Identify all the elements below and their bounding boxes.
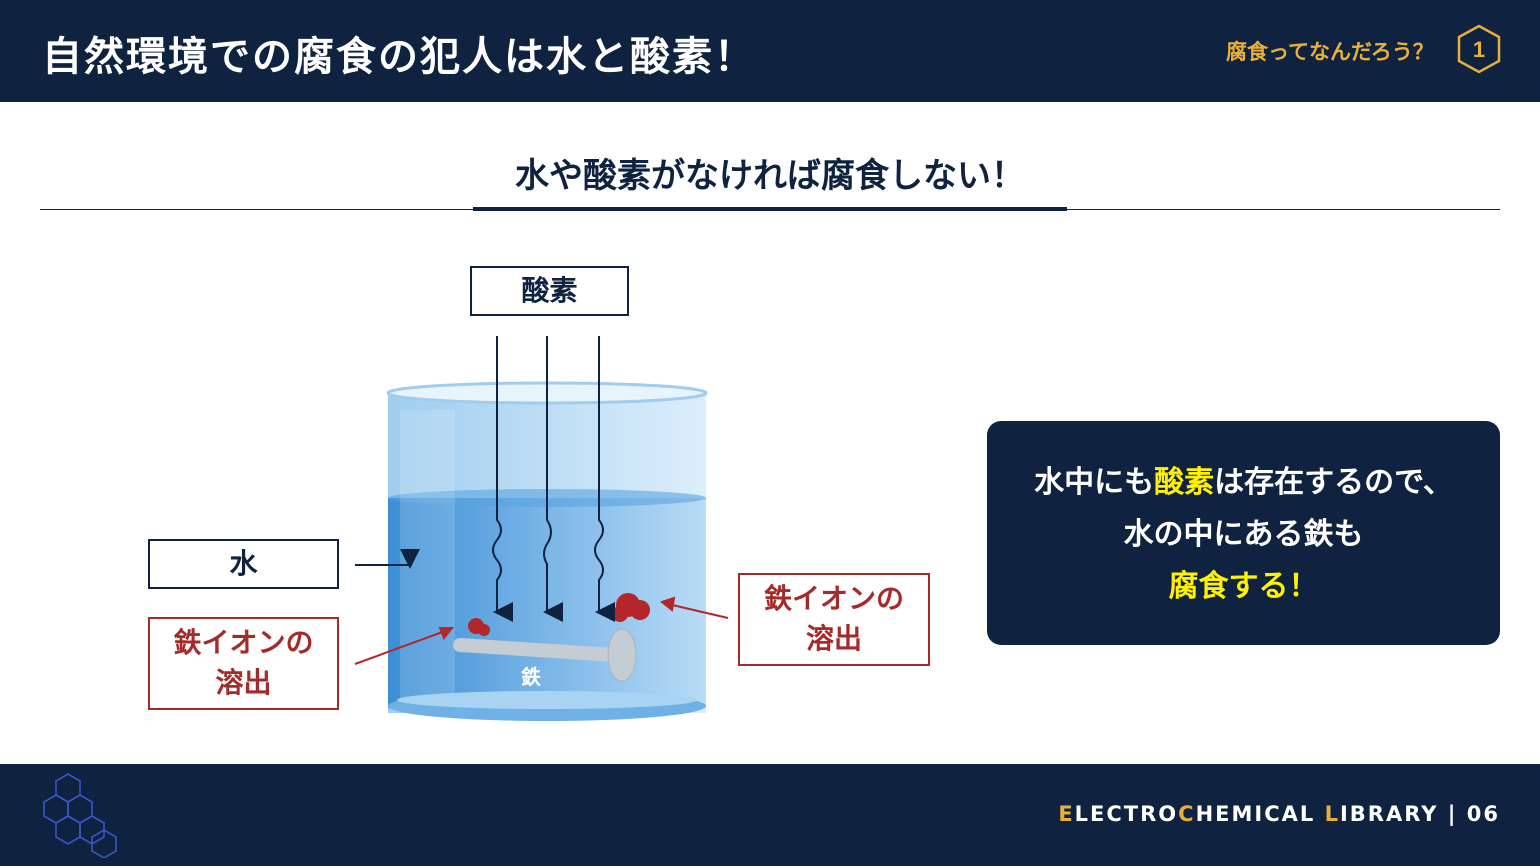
footer-brand: ELECTROCHEMICAL LIBRARY | 06: [1058, 802, 1500, 826]
water-label: 水: [148, 539, 339, 589]
footer-bar: ELECTROCHEMICAL LIBRARY | 06: [0, 764, 1540, 866]
ion-label-right: 鉄イオンの 溶出: [738, 573, 930, 666]
section-label: 腐食ってなんだろう？: [1226, 40, 1434, 64]
callout-box: 水中にも酸素は存在するので、 水の中にある鉄も 腐食する！: [987, 421, 1500, 645]
ion-label-line: 溶出: [805, 622, 862, 655]
header-bar: 自然環境での腐食の犯人は水と酸素！ 腐食ってなんだろう？ 1: [0, 0, 1540, 102]
page-number: 06: [1466, 802, 1500, 826]
iron-nail: [453, 628, 637, 682]
callout-text: 水中にも: [1034, 465, 1155, 500]
ion-label-left: 鉄イオンの 溶出: [148, 617, 339, 710]
callout-highlight: 腐食する！: [1168, 569, 1319, 604]
section-number: 1: [1473, 37, 1485, 62]
callout-highlight: 酸素: [1154, 465, 1215, 500]
slide-title: 自然環境での腐食の犯人は水と酸素！: [42, 34, 756, 80]
hexagon-number-icon: 1: [1457, 24, 1501, 74]
oxygen-label: 酸素: [470, 266, 629, 316]
ion-label-line: 鉄イオンの: [173, 626, 314, 659]
oxygen-arrows: [355, 336, 615, 622]
ion-arrows: [354, 596, 729, 665]
callout-text: 水の中にある鉄も: [1123, 517, 1364, 552]
subtitle-underline: [473, 207, 1067, 211]
iron-label: 鉄: [521, 665, 541, 689]
ion-label-line: 鉄イオンの: [763, 582, 904, 615]
beaker-diagram: 鉄: [354, 336, 729, 721]
subtitle: 水や酸素がなければ腐食しない！: [515, 156, 1025, 196]
iron-ion-clouds: [468, 593, 650, 636]
ion-label-line: 溶出: [215, 666, 272, 699]
honeycomb-logo-icon: [43, 773, 117, 858]
callout-text: は存在するので、: [1214, 465, 1453, 500]
